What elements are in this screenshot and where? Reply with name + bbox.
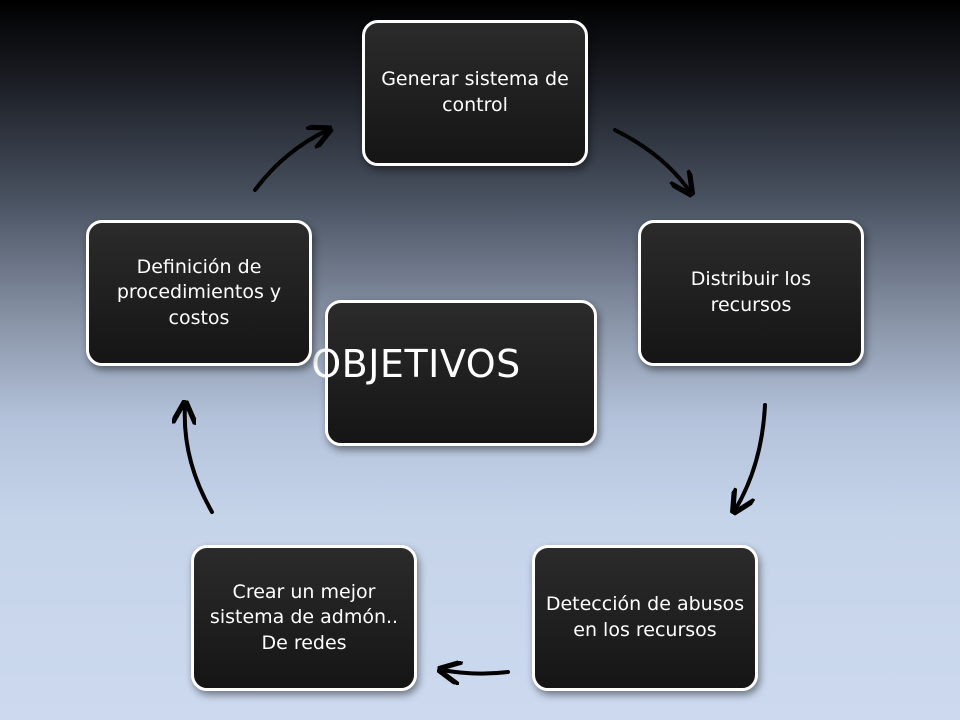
node-label: Definición de procedimientos y costos <box>116 255 282 329</box>
node-distribuir-recursos: Distribuir los recursos <box>638 220 864 366</box>
node-label: Crear un mejor sistema de admón.. De red… <box>209 580 399 654</box>
arrow-5-to-1 <box>253 130 328 192</box>
arrow-3-to-4 <box>442 670 510 674</box>
node-generar-sistema: Generar sistema de control <box>362 20 588 166</box>
arrow-1-to-2 <box>613 128 690 192</box>
node-label: Detección de abusos en los recursos <box>545 593 745 641</box>
node-label: Generar sistema de control <box>381 68 569 116</box>
node-crear-sistema: Crear un mejor sistema de admón.. De red… <box>191 545 417 691</box>
node-label: Distribuir los recursos <box>690 268 812 316</box>
node-definicion-procedimientos: Definición de procedimientos y costos <box>86 220 312 366</box>
arrow-4-to-5 <box>185 405 214 514</box>
center-node-label: OBJETIVOS <box>311 342 521 387</box>
node-deteccion-abusos: Detección de abusos en los recursos <box>532 545 758 691</box>
center-node-objetivos: OBJETIVOS <box>311 300 597 446</box>
arrow-2-to-3 <box>735 403 767 510</box>
